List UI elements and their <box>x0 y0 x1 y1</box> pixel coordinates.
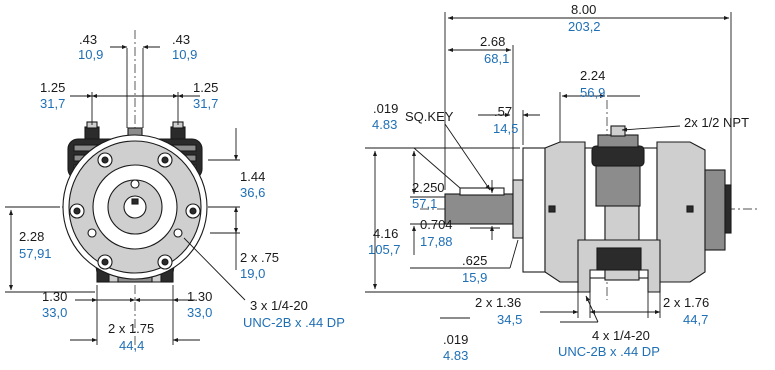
dim-2x136-inch: 2 x 1.36 <box>475 295 521 310</box>
front-view <box>5 30 246 350</box>
dim-268-inch: 2.68 <box>480 34 505 49</box>
side-thread-note-line1: 4 x 1/4-20 <box>592 328 650 343</box>
side-key <box>459 187 505 196</box>
dim-019-bottom-inch: .019 <box>443 332 468 347</box>
dim-144-inch: 1.44 <box>240 169 265 184</box>
side-end-plug <box>724 184 732 234</box>
dim-228-inch: 2.28 <box>19 229 44 244</box>
side-view <box>365 12 760 323</box>
dim-416-mm: 105,7 <box>368 242 401 257</box>
front-thread-note-line2: UNC-2B x .44 DP <box>243 315 345 330</box>
side-shaft <box>444 193 514 225</box>
dim-125-left-mm: 31,7 <box>40 96 65 111</box>
side-port-fitting <box>591 145 645 167</box>
side-port-cap <box>597 134 639 148</box>
dim-2x175-mm: 44,4 <box>119 338 144 353</box>
side-port-top <box>610 125 626 137</box>
dim-800-mm: 203,2 <box>568 19 601 34</box>
side-grease-fitting-2 <box>686 205 694 213</box>
port-note: 2x 1/2 NPT <box>684 115 749 130</box>
dim-125-right-inch: 1.25 <box>193 80 218 95</box>
front-key <box>131 198 139 205</box>
dim-043b-inch: .43 <box>172 32 190 47</box>
dim-2x075-inch: 2 x .75 <box>240 250 279 265</box>
dim-043-inch: .43 <box>79 32 97 47</box>
dim-019-bottom-mm: 4.83 <box>443 348 468 363</box>
dim-2x176-inch: 2 x 1.76 <box>663 295 709 310</box>
dim-043b-mm: 10,9 <box>172 47 197 62</box>
side-grease-fitting <box>548 205 556 213</box>
side-rear-housing <box>656 141 706 283</box>
dim-224-mm: 56,9 <box>580 85 605 100</box>
dim-2x136-mm: 34,5 <box>497 312 522 327</box>
dim-0704-mm: 17,88 <box>420 234 453 249</box>
dim-2x176-mm: 44,7 <box>683 312 708 327</box>
side-front-lip <box>512 179 524 239</box>
side-foot-recess <box>596 247 642 271</box>
side-end-cap <box>704 169 726 251</box>
dim-224-inch: 2.24 <box>580 68 605 83</box>
dim-2250-inch: 2.250 <box>412 180 445 195</box>
front-bolt-holes <box>69 152 201 270</box>
dim-0625-mm: 15,9 <box>462 270 487 285</box>
dim-130-right-mm: 33,0 <box>187 305 212 320</box>
side-port-body <box>595 165 641 207</box>
dim-0625-inch: .625 <box>462 253 487 268</box>
front-thread-note-line1: 3 x 1/4-20 <box>250 298 308 313</box>
side-flange <box>522 147 546 273</box>
dim-043-mm: 10,9 <box>78 47 103 62</box>
dim-019-top-mm: 4.83 <box>372 117 397 132</box>
dim-130-left-mm: 33,0 <box>42 305 67 320</box>
dim-057-inch: .57 <box>494 104 512 119</box>
dim-800-inch: 8.00 <box>571 2 596 17</box>
dim-125-left-inch: 1.25 <box>40 80 65 95</box>
dim-2x075-mm: 19,0 <box>240 266 265 281</box>
side-thread-note-line2: UNC-2B x .44 DP <box>558 344 660 359</box>
dim-130-right-inch: 1.30 <box>187 289 212 304</box>
dim-228-mm: 57,91 <box>19 246 52 261</box>
dim-125-right-mm: 31,7 <box>193 96 218 111</box>
dim-0704-inch: 0.704 <box>420 217 453 232</box>
sq-key-label: SQ.KEY <box>405 109 454 124</box>
dim-268-mm: 68,1 <box>484 51 509 66</box>
dim-019-top-inch: .019 <box>373 101 398 116</box>
dim-130-left-inch: 1.30 <box>42 289 67 304</box>
front-shaft <box>123 195 147 219</box>
dim-144-mm: 36,6 <box>240 185 265 200</box>
dim-2250-mm: 57,1 <box>412 196 437 211</box>
dim-416-inch: 4.16 <box>373 226 398 241</box>
dim-057-mm: 14,5 <box>493 121 518 136</box>
dim-2x175-inch: 2 x 1.75 <box>108 321 154 336</box>
